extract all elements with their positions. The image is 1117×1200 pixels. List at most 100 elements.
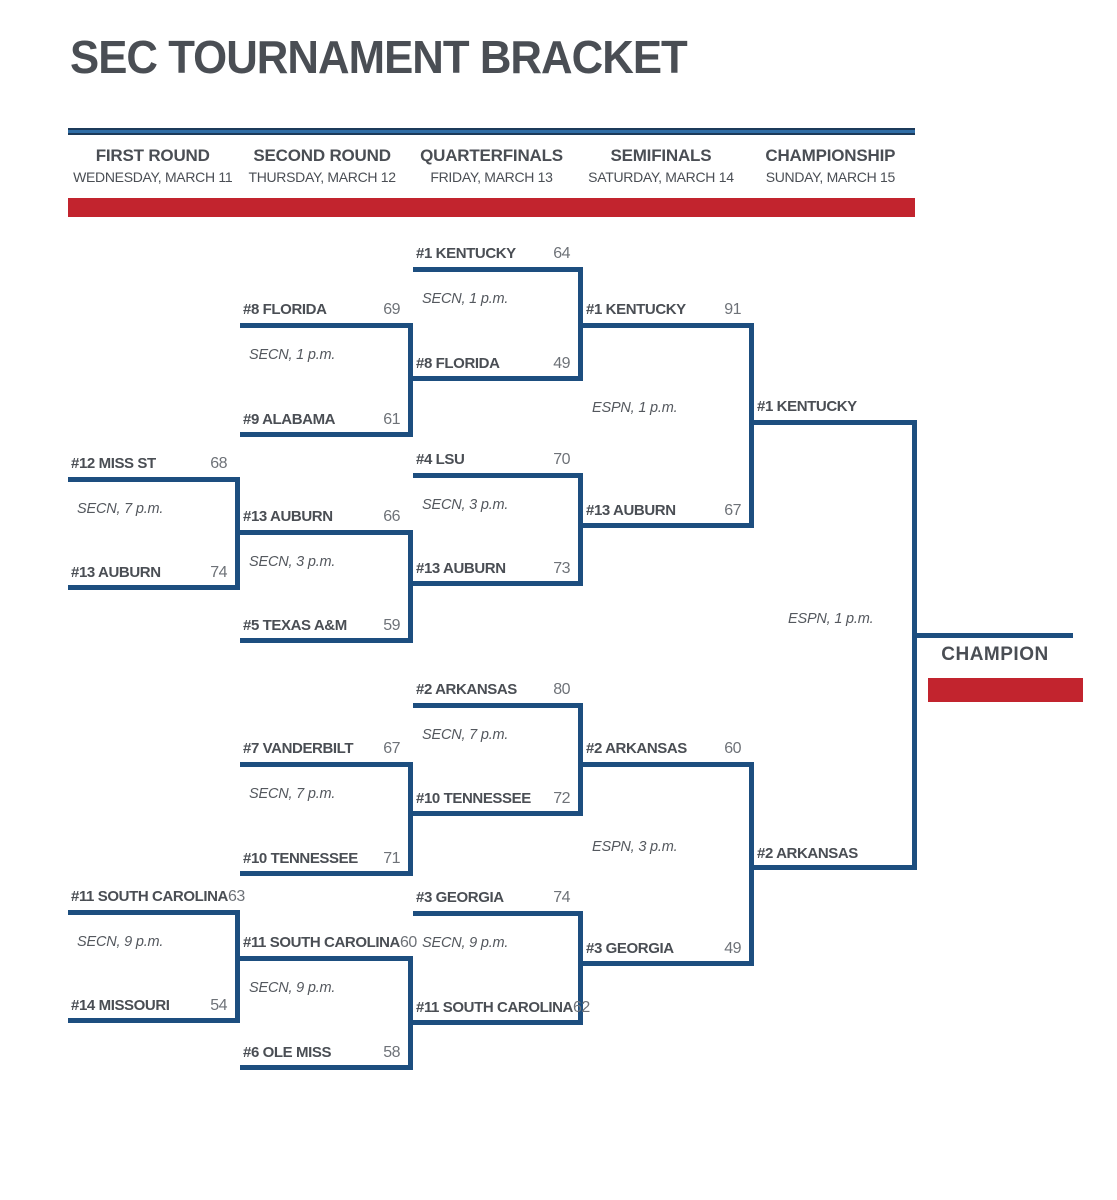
broadcast-note: ESPN, 1 p.m. (788, 611, 874, 627)
round-name: QUARTERFINALS (420, 146, 563, 165)
team-name: #3 GEORGIA (416, 889, 504, 906)
round-headers: FIRST ROUND WEDNESDAY, MARCH 11 SECOND R… (68, 146, 915, 185)
broadcast-note: ESPN, 1 p.m. (592, 400, 678, 416)
team-score: 71 (383, 850, 400, 867)
matchup-bottom: #11 SOUTH CAROLINA 62 (416, 999, 590, 1017)
round-header-quarterfinals: QUARTERFINALS FRIDAY, MARCH 13 (407, 146, 576, 185)
game-first-round-2: #11 SOUTH CAROLINA 63 SECN, 9 p.m. #14 M… (68, 888, 245, 1023)
team-score: 68 (210, 455, 227, 472)
team-name: #14 MISSOURI (71, 997, 170, 1014)
broadcast-note: SECN, 9 p.m. (77, 934, 164, 950)
round-name: SEMIFINALS (610, 146, 712, 165)
team-score: 80 (553, 681, 570, 698)
matchup-bottom: #14 MISSOURI 54 (71, 997, 227, 1015)
team-name: #11 SOUTH CAROLINA (416, 999, 573, 1016)
game-quarterfinal-3: #2 ARKANSAS 80 SECN, 7 p.m. #10 TENNESSE… (413, 681, 583, 816)
team-score: 63 (228, 888, 245, 905)
team-score: 60 (400, 934, 417, 951)
matchup-bottom: #6 OLE MISS 58 (243, 1044, 400, 1062)
team-score: 67 (724, 502, 741, 519)
team-name: #13 AUBURN (71, 564, 161, 581)
team-name: #11 SOUTH CAROLINA (71, 888, 228, 905)
team-name: #2 ARKANSAS (757, 845, 858, 862)
round-header-first-round: FIRST ROUND WEDNESDAY, MARCH 11 (68, 146, 237, 185)
game-second-round-4: #11 SOUTH CAROLINA 60 SECN, 9 p.m. #6 OL… (240, 934, 417, 1070)
team-score: 67 (383, 740, 400, 757)
matchup-bottom: #5 TEXAS A&M 59 (243, 617, 400, 635)
team-name: #10 TENNESSEE (416, 790, 531, 807)
matchup-bottom: #9 ALABAMA 61 (243, 411, 400, 429)
team-score: 69 (383, 301, 400, 318)
broadcast-note: SECN, 7 p.m. (422, 727, 509, 743)
game-first-round-1: #12 MISS ST 68 SECN, 7 p.m. #13 AUBURN 7… (68, 455, 240, 590)
matchup-top: #1 KENTUCKY 91 (586, 301, 741, 319)
broadcast-note: SECN, 1 p.m. (422, 291, 509, 307)
round-date: FRIDAY, MARCH 13 (430, 169, 553, 185)
round-date: WEDNESDAY, MARCH 11 (73, 169, 233, 185)
broadcast-note: SECN, 9 p.m. (422, 935, 509, 951)
team-score: 49 (553, 355, 570, 372)
broadcast-note: SECN, 1 p.m. (249, 347, 336, 363)
matchup-bottom: #3 GEORGIA 49 (586, 940, 741, 958)
team-score: 91 (724, 301, 741, 318)
team-score: 64 (553, 245, 570, 262)
team-name: #1 KENTUCKY (416, 245, 516, 262)
team-score: 60 (724, 740, 741, 757)
team-score: 66 (383, 508, 400, 525)
team-name: #8 FLORIDA (416, 355, 500, 372)
game-quarterfinal-4: #3 GEORGIA 74 SECN, 9 p.m. #11 SOUTH CAR… (413, 889, 590, 1025)
team-score: 70 (553, 451, 570, 468)
game-second-round-3: #7 VANDERBILT 67 SECN, 7 p.m. #10 TENNES… (240, 740, 413, 876)
team-name: #7 VANDERBILT (243, 740, 354, 757)
matchup-top: #4 LSU 70 (416, 451, 570, 469)
team-score: 61 (383, 411, 400, 428)
team-name: #8 FLORIDA (243, 301, 327, 318)
broadcast-note: SECN, 9 p.m. (249, 980, 336, 996)
matchup-bottom: #10 TENNESSEE 72 (416, 790, 570, 808)
round-header-semifinals: SEMIFINALS SATURDAY, MARCH 14 (576, 146, 745, 185)
game-semifinal-1: #1 KENTUCKY 91 ESPN, 1 p.m. #13 AUBURN 6… (583, 301, 754, 528)
game-championship: #1 KENTUCKY ESPN, 1 p.m. #2 ARKANSAS (754, 398, 917, 870)
team-name: #13 AUBURN (416, 560, 506, 577)
matchup-top: #1 KENTUCKY 64 (416, 245, 570, 263)
team-score: 54 (210, 997, 227, 1014)
game-second-round-2: #13 AUBURN 66 SECN, 3 p.m. #5 TEXAS A&M … (240, 508, 413, 643)
broadcast-note: SECN, 7 p.m. (77, 501, 164, 517)
team-score: 62 (573, 999, 590, 1016)
round-date: SATURDAY, MARCH 14 (588, 169, 734, 185)
team-name: #13 AUBURN (586, 502, 676, 519)
team-score: 59 (383, 617, 400, 634)
matchup-top: #11 SOUTH CAROLINA 60 (243, 934, 417, 952)
broadcast-note: ESPN, 3 p.m. (592, 839, 678, 855)
team-name: #12 MISS ST (71, 455, 156, 472)
team-name: #11 SOUTH CAROLINA (243, 934, 400, 951)
matchup-top: #3 GEORGIA 74 (416, 889, 570, 907)
page-title: SEC TOURNAMENT BRACKET (70, 31, 688, 83)
team-name: #13 AUBURN (243, 508, 333, 525)
matchup-top: #11 SOUTH CAROLINA 63 (71, 888, 245, 906)
header-red-bar (68, 198, 915, 217)
round-date: THURSDAY, MARCH 12 (248, 169, 396, 185)
matchup-top: #12 MISS ST 68 (71, 455, 227, 473)
team-name: #4 LSU (416, 451, 465, 468)
team-name: #10 TENNESSEE (243, 850, 358, 867)
team-score: 72 (553, 790, 570, 807)
game-quarterfinal-1: #1 KENTUCKY 64 SECN, 1 p.m. #8 FLORIDA 4… (413, 245, 583, 381)
game-quarterfinal-2: #4 LSU 70 SECN, 3 p.m. #13 AUBURN 73 (413, 451, 583, 586)
team-name: #2 ARKANSAS (586, 740, 687, 757)
team-name: #1 KENTUCKY (757, 398, 857, 415)
round-date: SUNDAY, MARCH 15 (765, 169, 896, 185)
team-name: #2 ARKANSAS (416, 681, 517, 698)
matchup-bottom: #10 TENNESSEE 71 (243, 850, 400, 868)
team-score: 58 (383, 1044, 400, 1061)
round-header-championship: CHAMPIONSHIP SUNDAY, MARCH 15 (746, 146, 915, 185)
round-header-second-round: SECOND ROUND THURSDAY, MARCH 12 (237, 146, 406, 185)
champion-label: CHAMPION (941, 644, 1049, 665)
round-name: FIRST ROUND (95, 146, 210, 165)
game-semifinal-2: #2 ARKANSAS 60 ESPN, 3 p.m. #3 GEORGIA 4… (583, 740, 754, 966)
team-name: #3 GEORGIA (586, 940, 674, 957)
matchup-bottom: #13 AUBURN 67 (586, 502, 741, 520)
team-name: #9 ALABAMA (243, 411, 336, 428)
team-name: #6 OLE MISS (243, 1044, 332, 1061)
